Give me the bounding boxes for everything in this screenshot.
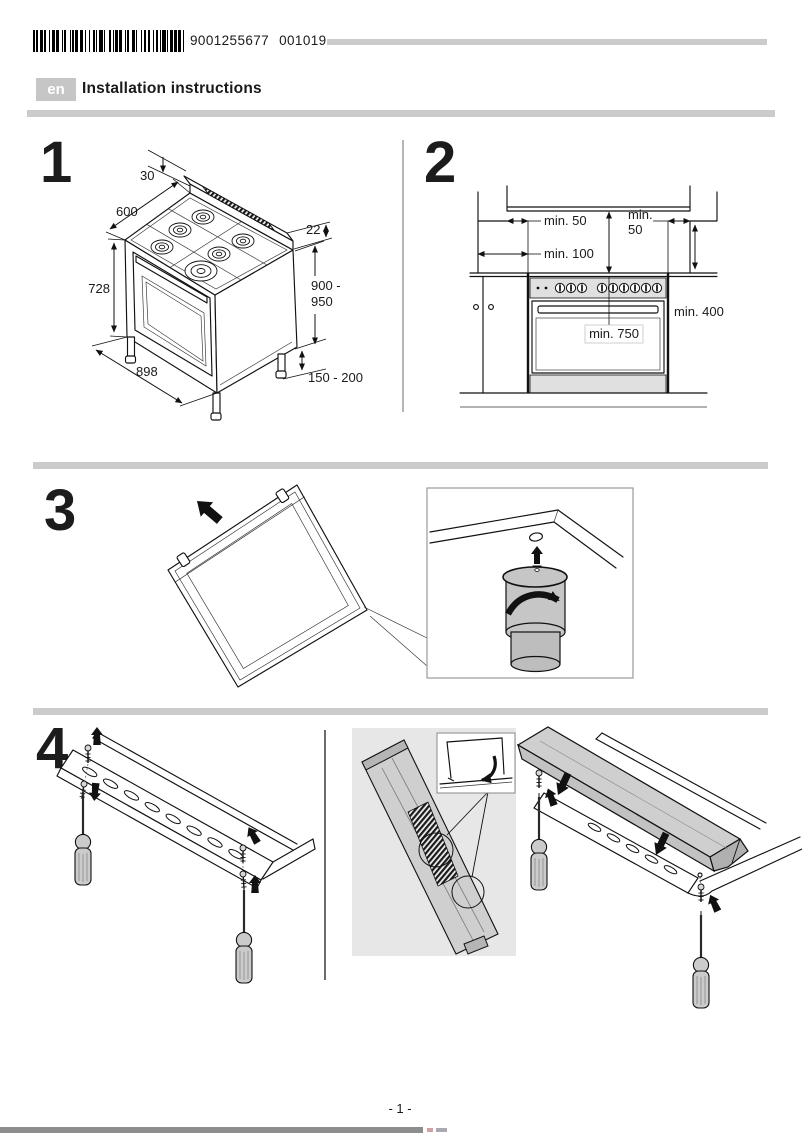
top-divider: [327, 39, 767, 45]
screw: [535, 769, 543, 789]
figure-4-base-frame: [56, 727, 316, 985]
base-frame-drawing: [56, 731, 316, 889]
backguard: [183, 175, 294, 251]
page-title: Installation instructions: [82, 80, 262, 97]
screw: [697, 883, 705, 903]
dim-label-leg-height: 150 - 200: [308, 370, 363, 385]
figure-divider-vertical-2: [324, 730, 326, 980]
rotate-arrow-icon: [505, 591, 560, 616]
dim-label-backguard-depth: 30: [140, 168, 154, 183]
fixing-screws-left: [73, 727, 103, 887]
bottom-bar: [0, 1127, 423, 1133]
screw: [239, 870, 248, 890]
section-divider-2: [33, 708, 768, 715]
barcode-number-main: 9001255677: [190, 33, 270, 48]
up-arrow-icon: [531, 546, 543, 564]
header-divider: [27, 110, 775, 117]
figure-4-plinth-detail: [361, 732, 516, 955]
clip-side-view-inset: [436, 732, 516, 794]
dim-label-overall-height-2: 950: [311, 294, 333, 309]
adjustable-foot: [502, 565, 568, 673]
tilted-drawer-panel: [167, 484, 368, 688]
oven-door-handle: [135, 255, 208, 304]
control-knobs: [536, 282, 663, 294]
label-min100: min. 100: [544, 246, 594, 261]
dim-label-width: 898: [136, 364, 158, 379]
figure-2-clearances: min. 50 min. 100 min. 50 min. 750 min. 4…: [459, 185, 724, 408]
move-arrow-icon: [654, 831, 670, 855]
frame-slots: [587, 822, 678, 875]
screwdriver: [73, 786, 93, 887]
cabinet-knob: [473, 304, 479, 310]
screwdriver: [234, 884, 254, 985]
print-mark: [427, 1128, 433, 1132]
plinth-drawer: [529, 374, 667, 394]
dim-label-body-height: 728: [88, 281, 110, 296]
cabinet-knob: [488, 304, 494, 310]
barcode-number: 9001255677 001019: [190, 33, 327, 48]
detail-circle: [451, 875, 485, 909]
oven-handle-front: [537, 305, 659, 314]
label-min750: min. 750: [589, 326, 639, 341]
figure-divider-vertical: [402, 140, 404, 412]
fixing-screws-right: [234, 824, 263, 985]
clearance-annotations: min. 50 min. 100 min. 50 min. 750 min. 4…: [477, 207, 724, 344]
base-frame-right: [533, 732, 802, 897]
screwdriver: [691, 909, 711, 1010]
label-min50-left: min. 50: [544, 213, 587, 228]
dim-label-depth: 600: [116, 204, 138, 219]
plinth-strip: [361, 739, 499, 955]
label-min50-right-1: min.: [628, 207, 653, 222]
kitchen-cross-section: [459, 185, 718, 408]
step-number-2: 2: [424, 130, 456, 195]
detail-circle: [418, 832, 454, 868]
screw-hole: [697, 872, 703, 878]
step-number-1: 1: [40, 130, 72, 195]
rotate-arrow-icon: [480, 755, 497, 784]
frame-slots: [82, 766, 244, 860]
cooker-isometric-drawing: [124, 175, 298, 421]
print-mark: [436, 1128, 447, 1132]
insert-arrow-icon: [704, 892, 724, 914]
figure-3-remove-drawer-adjust-feet: [167, 484, 634, 688]
hinge-hook: [176, 552, 191, 568]
figure-1-cooker-dimensions: 30 600 22 728 900 - 950 898: [88, 149, 363, 421]
section-divider-1: [33, 462, 768, 469]
fixing-screws-right: [691, 876, 724, 1010]
oven-door: [132, 251, 213, 377]
foot-adjust-inset: [426, 487, 634, 679]
appliance-underside: [429, 509, 624, 569]
foot-thread-hole: [528, 532, 544, 542]
language-badge: en: [36, 78, 76, 101]
dimension-annotations: 30 600 22 728 900 - 950 898: [88, 149, 363, 407]
page-number: - 1 -: [388, 1101, 412, 1116]
dim-label-backguard-height: 22: [306, 222, 320, 237]
label-min400: min. 400: [674, 304, 724, 319]
label-min50-right-2: 50: [628, 222, 642, 237]
fixing-screws-left: [529, 769, 560, 892]
figure-4-attach-plinth: [516, 726, 802, 1010]
step-number-3: 3: [44, 478, 76, 543]
barcode-image: [33, 30, 185, 52]
move-arrow-icon: [556, 771, 572, 795]
dim-label-overall-height-1: 900 -: [311, 278, 341, 293]
barcode-number-suffix: 001019: [279, 33, 327, 48]
hob-burners: [150, 209, 255, 282]
hinge-hook: [275, 488, 290, 504]
plinth-detail-inset: [352, 728, 516, 956]
ventilation-slots: [407, 801, 459, 887]
move-arrow-icon: [197, 501, 223, 524]
